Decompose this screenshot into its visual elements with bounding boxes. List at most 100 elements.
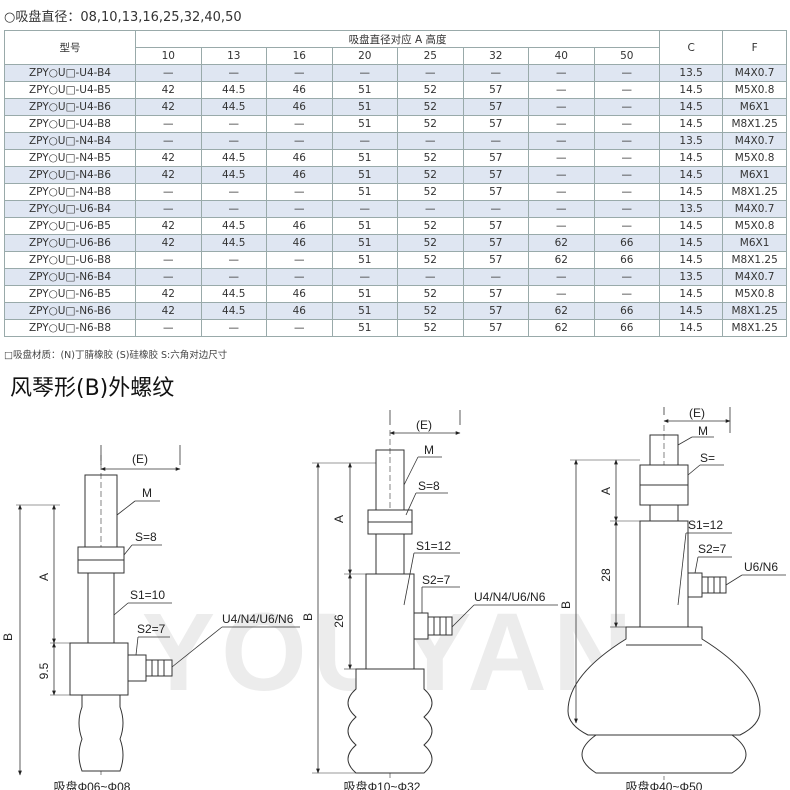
a-height-cell: 42	[135, 166, 202, 184]
f-cell: M8X1.25	[722, 115, 788, 133]
d2-s-label: S=8	[418, 479, 440, 493]
a-height-cell: 42	[135, 302, 202, 320]
a-height-cell: —	[200, 251, 267, 269]
a-height-cell: —	[462, 268, 529, 286]
a-height-cell: 44.5	[200, 234, 267, 252]
a-height-cell: —	[135, 251, 202, 269]
a-height-cell: 52	[397, 149, 464, 167]
model-cell: ZPY○U□-N6-B5	[4, 285, 136, 303]
a-height-cell: 52	[397, 302, 464, 320]
a-height-cell: 51	[331, 166, 398, 184]
a-height-cell: 52	[397, 251, 464, 269]
d2-s1-label: S1=12	[416, 539, 451, 553]
model-cell: ZPY○U□-N6-B8	[4, 319, 136, 337]
d1-b-label: B	[1, 633, 15, 641]
a-height-cell: —	[462, 132, 529, 150]
header-c: C	[659, 30, 724, 65]
material-note: □吸盘材质：(N)丁腈橡胶 (S)硅橡胶 S:六角对边尺寸	[4, 350, 228, 361]
a-height-cell: —	[528, 81, 595, 99]
a-height-cell: —	[528, 115, 595, 133]
a-height-cell: 42	[135, 98, 202, 116]
a-height-cell: 52	[397, 183, 464, 201]
a-height-cell: 42	[135, 149, 202, 167]
d2-h-label: 26	[332, 614, 346, 628]
a-height-cell: 57	[462, 251, 529, 269]
d2-s2-label: S2=7	[422, 573, 451, 587]
f-cell: M8X1.25	[722, 302, 788, 320]
a-height-cell: 51	[331, 302, 398, 320]
a-height-cell: 44.5	[200, 285, 267, 303]
a-height-cell: —	[528, 166, 595, 184]
model-cell: ZPY○U□-N4-B5	[4, 149, 136, 167]
a-height-cell: 46	[266, 81, 333, 99]
a-height-cell: 51	[331, 115, 398, 133]
c-cell: 13.5	[659, 132, 724, 150]
a-height-cell: 51	[331, 234, 398, 252]
a-height-cell: 57	[462, 81, 529, 99]
diameter-header-cell: 10	[135, 47, 202, 65]
f-cell: M8X1.25	[722, 319, 788, 337]
a-height-cell: —	[266, 251, 333, 269]
c-cell: 13.5	[659, 200, 724, 218]
model-cell: ZPY○U□-U4-B6	[4, 98, 136, 116]
a-height-cell: 51	[331, 217, 398, 235]
a-height-cell: —	[528, 183, 595, 201]
a-height-cell: —	[462, 64, 529, 82]
a-height-cell: 46	[266, 302, 333, 320]
a-height-cell: —	[200, 115, 267, 133]
a-height-cell: —	[266, 319, 333, 337]
model-cell: ZPY○U□-N4-B8	[4, 183, 136, 201]
a-height-cell: —	[528, 200, 595, 218]
d3-s-label: S=	[700, 451, 715, 465]
a-height-cell: 42	[135, 234, 202, 252]
d2-caption: 吸盘Φ10~Φ32	[344, 779, 421, 790]
model-cell: ZPY○U□-U6-B6	[4, 234, 136, 252]
d3-caption: 吸盘Φ40~Φ50	[626, 779, 703, 790]
diameter-header-cell: 50	[593, 47, 661, 65]
d2-e-label: (E)	[416, 418, 432, 432]
a-height-cell: 46	[266, 217, 333, 235]
d3-s2-label: S2=7	[698, 542, 727, 556]
a-height-cell: 66	[593, 302, 661, 320]
model-cell: ZPY○U□-N4-B4	[4, 132, 136, 150]
c-cell: 14.5	[659, 319, 724, 337]
a-height-cell: 51	[331, 285, 398, 303]
a-height-cell: —	[397, 64, 464, 82]
a-height-cell: 62	[528, 234, 595, 252]
d1-caption: 吸盘Φ06~Φ08	[54, 779, 131, 790]
d1-a-label: A	[37, 573, 51, 581]
model-cell: ZPY○U□-U6-B4	[4, 200, 136, 218]
drawing-2	[312, 410, 558, 780]
a-height-cell: 57	[462, 98, 529, 116]
c-cell: 14.5	[659, 302, 724, 320]
a-height-cell: —	[528, 98, 595, 116]
d1-s1-label: S1=10	[130, 588, 165, 602]
a-height-cell: 51	[331, 183, 398, 201]
header-a-height: 吸盘直径对应 A 高度	[134, 30, 661, 48]
d2-port-label: U4/N4/U6/N6	[474, 590, 546, 604]
a-height-cell: 57	[462, 149, 529, 167]
a-height-cell: 42	[135, 217, 202, 235]
a-height-cell: —	[266, 183, 333, 201]
a-height-cell: 51	[331, 319, 398, 337]
a-height-cell: 57	[462, 319, 529, 337]
a-height-cell: —	[266, 200, 333, 218]
a-height-cell: —	[266, 268, 333, 286]
a-height-cell: —	[593, 200, 661, 218]
a-height-cell: 52	[397, 285, 464, 303]
c-cell: 14.5	[659, 217, 724, 235]
a-height-cell: —	[331, 64, 398, 82]
header-model: 型号	[4, 30, 136, 65]
f-cell: M4X0.7	[722, 64, 788, 82]
